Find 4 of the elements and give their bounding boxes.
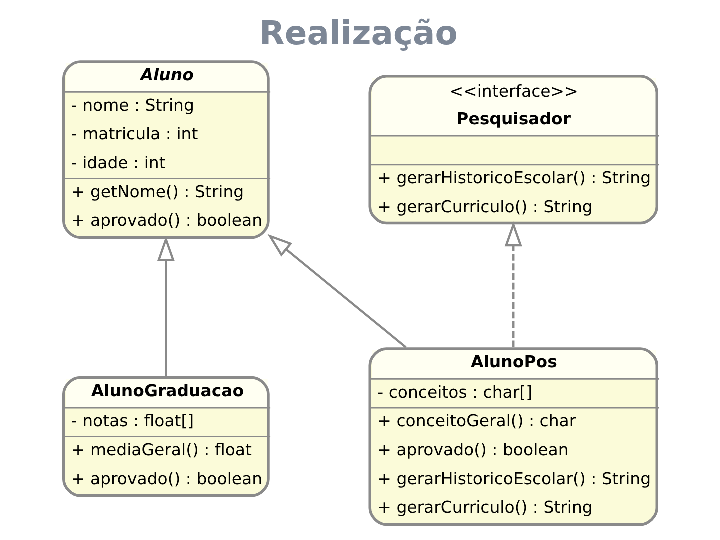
arrow [267,234,406,348]
diagram-title: Realização [259,13,458,52]
arrow [156,236,174,376]
arrow [504,222,522,348]
